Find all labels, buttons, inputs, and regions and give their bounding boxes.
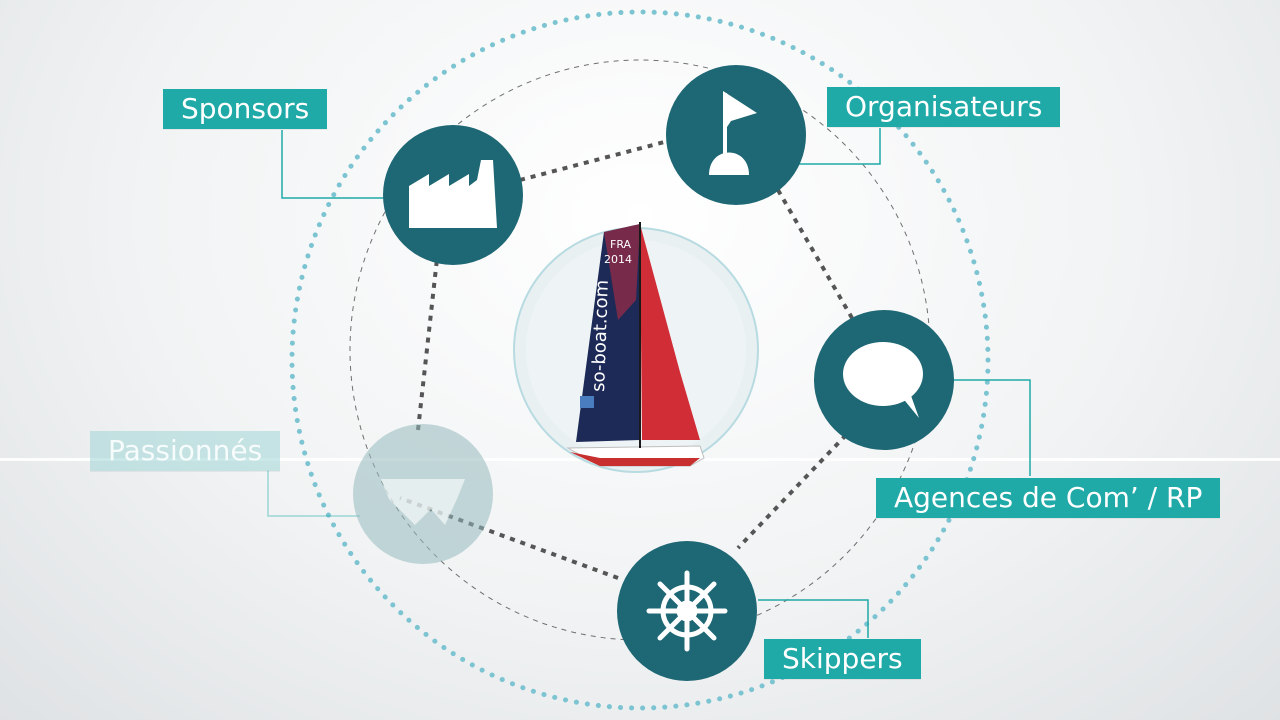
sail-text-year: 2014 (604, 253, 632, 266)
connector-skippers (758, 599, 869, 638)
label-connectors (267, 128, 1031, 638)
connector-organisateurs (798, 128, 881, 165)
node-sponsors[interactable] (383, 125, 523, 265)
buoy-flag-icon (709, 91, 757, 175)
link-agences-skippers (736, 433, 848, 550)
label-skippers: Skippers (764, 639, 921, 679)
label-agences: Agences de Com’ / RP (876, 478, 1221, 518)
network-links (399, 138, 854, 580)
link-sponsors-organisateurs (519, 138, 673, 182)
center-boat-badge: FRA 2014 so-boat.com (513, 222, 759, 473)
connector-agences (952, 379, 1031, 476)
sailboat-icon (566, 222, 705, 467)
link-passionnes-sponsors (416, 249, 440, 431)
link-organisateurs-agences (776, 188, 854, 320)
node-organisateurs[interactable] (666, 65, 806, 205)
node-passionnes[interactable] (353, 424, 493, 564)
factory-icon (409, 160, 497, 228)
sail-text-fra: FRA (610, 238, 632, 251)
label-passionnes: Passionnés (90, 431, 281, 471)
sail-text-brand: so-boat.com (588, 280, 613, 393)
ship-wheel-icon (646, 570, 728, 652)
node-agences[interactable] (814, 310, 954, 450)
label-sponsors: Sponsors (163, 89, 328, 129)
sailor-hat-icon (381, 479, 465, 525)
node-skippers[interactable] (617, 541, 757, 681)
connector-sponsors (281, 130, 386, 199)
outer-dotted-ring (289, 9, 991, 711)
label-organisateurs: Organisateurs (827, 87, 1061, 127)
connector-passionnes (267, 470, 360, 517)
speech-bubble-icon (843, 342, 923, 418)
